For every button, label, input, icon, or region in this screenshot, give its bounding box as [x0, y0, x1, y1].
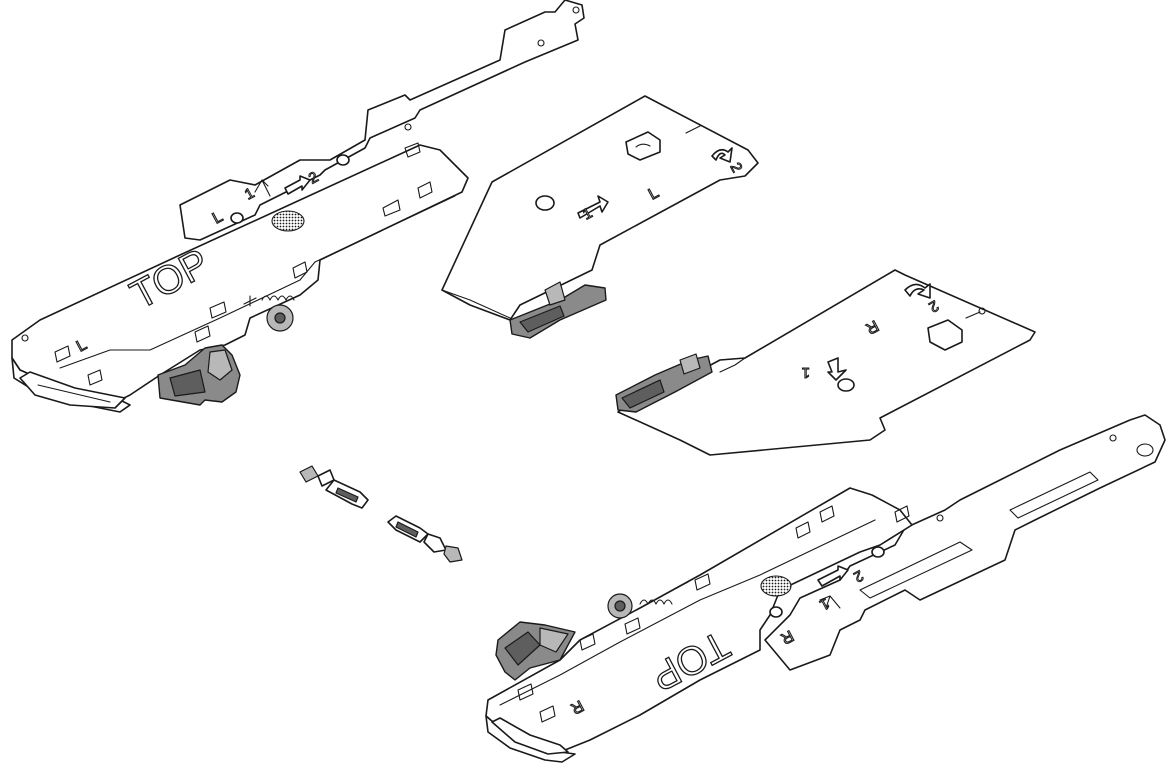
- left-clip-5: [209, 301, 227, 319]
- right-rail-hole-1: [936, 514, 944, 522]
- left-rail-hole-3: [572, 6, 580, 14]
- left-clip-8: [87, 369, 103, 386]
- right-arrow-one-icon: [819, 595, 841, 609]
- right-clip-8: [539, 705, 556, 723]
- left-rail-hole-1: [537, 39, 545, 47]
- right-runner-pin-1: [871, 546, 885, 558]
- right-clip-4: [694, 573, 711, 591]
- left-runner: 1 2 TOP L L: [11, 0, 585, 413]
- dowel-1: [299, 465, 369, 509]
- left-runner-pin-1: [336, 154, 350, 166]
- left-adjust-hub: [274, 312, 286, 324]
- right-clip-1: [819, 505, 835, 523]
- right-runner-grip-outline: [760, 575, 792, 597]
- left-clip-2: [417, 181, 433, 199]
- right-runner: 2 1 TOP R R: [485, 414, 1166, 763]
- right-clip-6: [579, 633, 596, 651]
- left-plate-slot-line: [685, 125, 701, 134]
- left-clip-3: [382, 199, 401, 217]
- right-rail-slot-1: [859, 541, 973, 599]
- right-runner-front-cap: [491, 717, 569, 755]
- right-arrow-two-icon: [817, 565, 849, 587]
- right-latch-highlight: [539, 627, 569, 653]
- left-plate-edge: [441, 289, 511, 319]
- right-rail-hole-2: [1109, 434, 1117, 442]
- right-clip-2: [795, 521, 811, 539]
- left-latch-shadow: [169, 369, 206, 397]
- dowel-2-thread: [395, 521, 419, 538]
- left-rail-hole-2: [404, 123, 412, 131]
- left-clip-4: [292, 261, 308, 279]
- left-arrow-two-icon: [284, 175, 311, 195]
- right-rail-end-hole: [1136, 443, 1154, 457]
- left-plate-tab-notch: [635, 143, 651, 148]
- right-plate-slot-line: [965, 311, 981, 319]
- right-minus-icon: [675, 581, 689, 589]
- right-plate-hole: [978, 307, 986, 315]
- right-runner-inner-line: [499, 519, 876, 706]
- right-plate-step-one-label: 1: [802, 364, 810, 381]
- right-plate-arrow-one-icon: [827, 357, 847, 381]
- left-runner-pin-2: [230, 212, 244, 224]
- right-plate-arrow-two-icon: [904, 283, 931, 299]
- left-plus-icon: [243, 295, 257, 307]
- left-clip-1: [404, 142, 421, 158]
- right-rail-slot-2: [1009, 471, 1099, 519]
- left-latch-highlight: [207, 349, 233, 381]
- right-slider-groove: [621, 379, 665, 409]
- left-runner-inner-line: [59, 195, 456, 369]
- dowel-1-head: [299, 465, 319, 483]
- left-arrow-one-icon: [254, 179, 271, 197]
- right-clip-3: [894, 505, 910, 523]
- right-plate-tab: [927, 319, 963, 351]
- left-slider-tab: [544, 281, 566, 306]
- left-body-hole: [21, 334, 29, 342]
- right-runner-pin-2: [769, 606, 783, 618]
- right-plate-pin: [837, 378, 855, 392]
- left-runner-grip-outline: [271, 210, 305, 232]
- left-clip-7: [54, 345, 71, 363]
- left-plate: 1 2 L: [441, 95, 759, 339]
- right-adjust-hub: [614, 600, 626, 612]
- left-runner-grip-pad: [272, 211, 304, 231]
- left-cap-line: [37, 384, 111, 403]
- right-plate-step: [719, 357, 746, 373]
- dowel-2-head: [443, 545, 463, 563]
- left-plate-pin: [535, 195, 555, 211]
- dowel-2-collar: [423, 533, 447, 553]
- right-runner-grip-pad: [761, 576, 791, 596]
- right-clip-5: [624, 617, 641, 635]
- left-plate-arrow-two-icon: [711, 147, 733, 163]
- dowel-1-thread: [335, 487, 359, 503]
- left-plate-tab: [625, 131, 661, 161]
- dowel-2: [387, 515, 463, 563]
- right-clip-7: [517, 683, 534, 701]
- right-plate: 1 2 R: [615, 269, 1036, 456]
- right-spring-icon: [639, 599, 673, 605]
- left-slider-groove: [519, 305, 565, 333]
- left-clip-6: [194, 325, 211, 343]
- left-plate-arrow-one-icon: [577, 195, 609, 219]
- right-runner-rail: [764, 414, 1166, 671]
- right-slider-tab: [679, 353, 701, 375]
- left-spring-icon: [261, 295, 295, 301]
